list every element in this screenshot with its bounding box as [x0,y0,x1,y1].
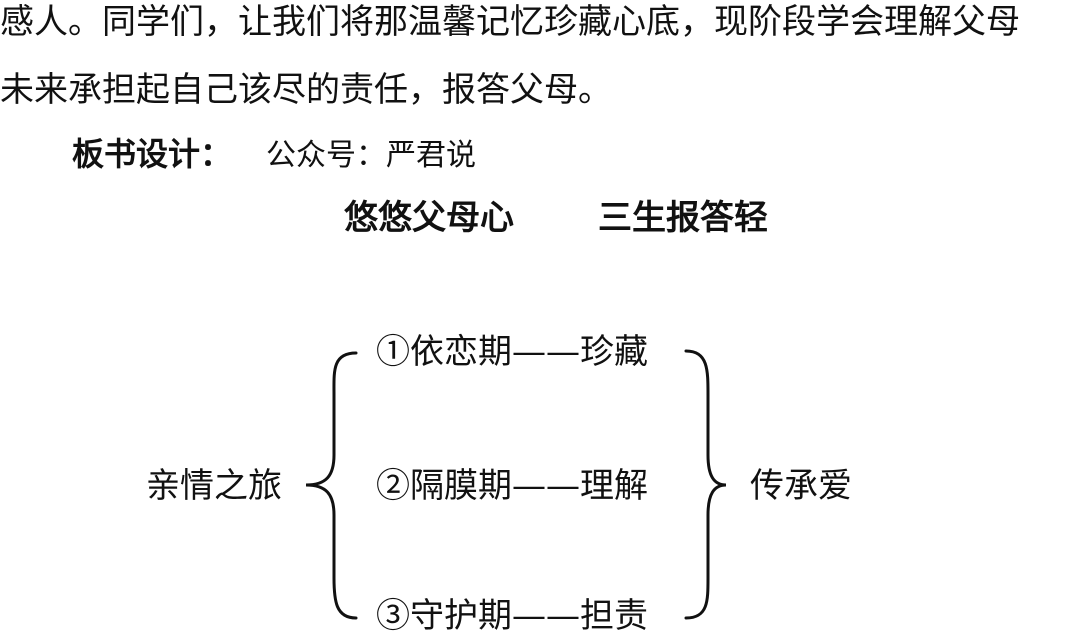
left-brace [305,351,358,620]
family-journey-label: 亲情之旅 [146,466,282,506]
stage-item-3: ③守护期——担责 [376,596,648,636]
board-design-heading: 板书设计： 公众号：严君说 [72,134,476,176]
paragraph-line-2: 未来承担起自己该尽的责任，报答父母。 [0,70,612,110]
official-account-text: 公众号：严君说 [266,138,477,173]
board-title-left: 悠悠父母心 [344,198,514,238]
right-brace [684,349,727,620]
paragraph-line-1: 感人。同学们，让我们将那温馨记忆珍藏心底，现阶段学会理解父母 [0,2,1020,42]
stage-item-2: ②隔膜期——理解 [376,466,648,506]
board-title-right: 三生报答轻 [598,198,768,238]
stage-item-1: ①依恋期——珍藏 [376,332,648,372]
board-design-label: 板书设计： [72,135,233,173]
inherit-love-label: 传承爱 [750,466,852,506]
